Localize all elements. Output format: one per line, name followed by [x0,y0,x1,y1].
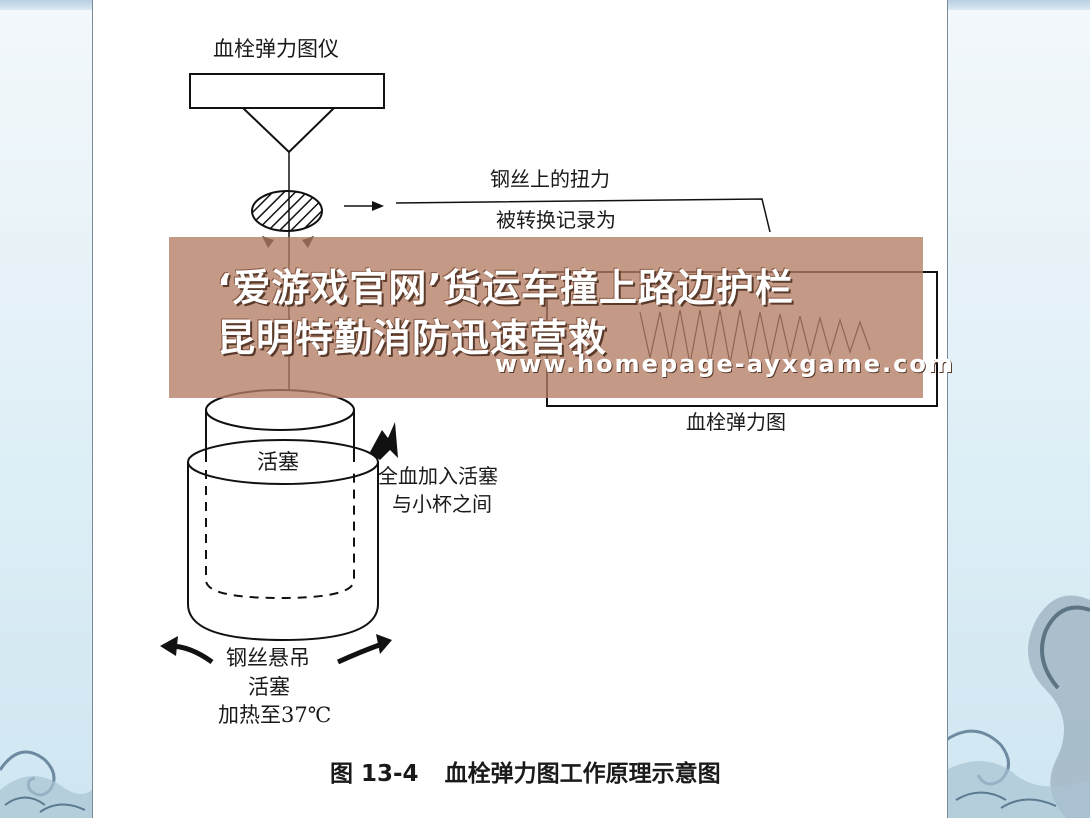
suspend-label-2: 活塞 [248,675,290,699]
top-strip-left [0,0,92,10]
rotation-arrow-right [336,641,383,665]
recorder-path [395,198,771,233]
torque-label-2: 被转换记录为 [496,208,616,232]
left-wave-decoration [0,750,92,818]
instrument-box [189,73,385,109]
piston-label: 活塞 [257,450,299,474]
tracing-label: 血栓弹力图 [686,410,786,434]
watermark-line-1: ‘爱游戏官网’货运车撞上路边护栏 [217,266,794,310]
rotation-arrow-left-head [160,636,178,656]
watermark-overlay: ‘爱游戏官网’货运车撞上路边护栏 昆明特勤消防迅速营救 www.homepage… [169,237,953,398]
blood-fill-arrow [370,422,398,460]
blood-label-2: 与小杯之间 [392,492,492,516]
caption-number: 图 13-4 [330,761,419,787]
torsion-disk [251,190,323,232]
figure-caption: 图 13-4 血栓弹力图工作原理示意图 [330,754,721,788]
torque-label-1: 钢丝上的扭力 [490,167,610,191]
watermark-url: www.homepage-ayxgame.com [495,350,955,378]
blood-label-1: 全血加入活塞 [378,464,498,488]
cup-rim [187,439,379,485]
piston-body [205,410,355,462]
signal-arrow-head [372,201,384,211]
cup-body [187,462,379,642]
suspend-label-3: 加热至37℃ [218,703,332,727]
instrument-funnel [242,107,335,154]
top-strip-right [946,0,1090,10]
piston-inner-dashed [205,470,355,600]
rotation-arrow-right-head [376,634,392,654]
caption-text: 血栓弹力图工作原理示意图 [444,760,721,787]
right-dragon-decoration [946,595,1090,818]
watermark-line-2: 昆明特勤消防迅速营救 [217,316,608,360]
instrument-label: 血栓弹力图仪 [213,37,339,61]
suspend-label-1: 钢丝悬吊 [226,646,310,670]
